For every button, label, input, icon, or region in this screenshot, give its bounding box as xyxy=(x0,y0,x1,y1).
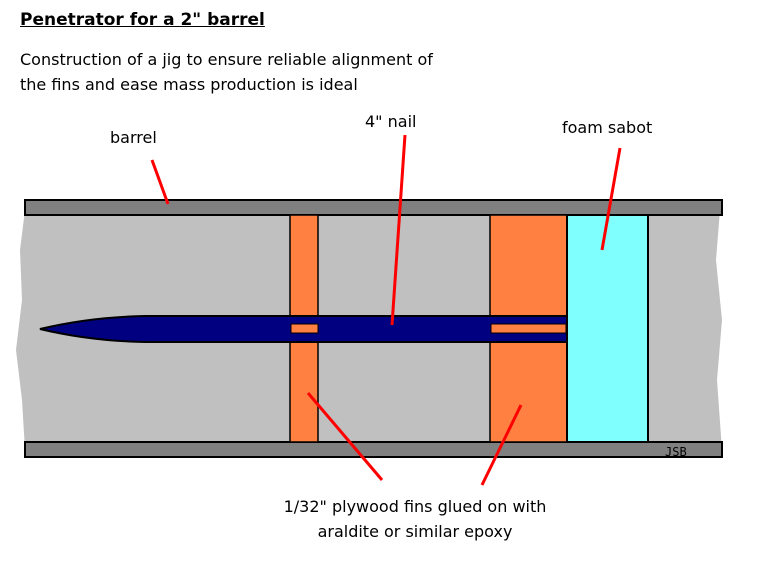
subtitle: Construction of a jig to ensure reliable… xyxy=(20,47,433,97)
foam-sabot xyxy=(566,214,649,443)
label-nail: 4" nail xyxy=(365,112,417,131)
label-fins: 1/32" plywood fins glued on with araldit… xyxy=(220,494,610,544)
label-fins-line-1: 1/32" plywood fins glued on with xyxy=(283,497,547,516)
leader-nail xyxy=(390,134,407,326)
fin-rear-slot xyxy=(490,323,567,334)
barrel-wall-bottom xyxy=(24,441,723,458)
page-title: Penetrator for a 2" barrel xyxy=(20,10,265,30)
leader-lines xyxy=(150,134,622,486)
barrel-wall-top xyxy=(24,199,723,216)
leader-barrel xyxy=(150,159,170,205)
signature-mark: JSB xyxy=(665,445,687,459)
leader-fin-rear xyxy=(480,404,523,486)
fin-front-slot xyxy=(290,323,319,334)
leader-fin-front xyxy=(306,392,384,481)
label-barrel: barrel xyxy=(110,128,157,147)
leader-sabot xyxy=(600,147,622,251)
subtitle-line-2: the fins and ease mass production is ide… xyxy=(20,75,358,94)
label-sabot: foam sabot xyxy=(562,118,653,137)
label-fins-line-2: araldite or similar epoxy xyxy=(317,522,513,541)
subtitle-line-1: Construction of a jig to ensure reliable… xyxy=(20,50,433,69)
